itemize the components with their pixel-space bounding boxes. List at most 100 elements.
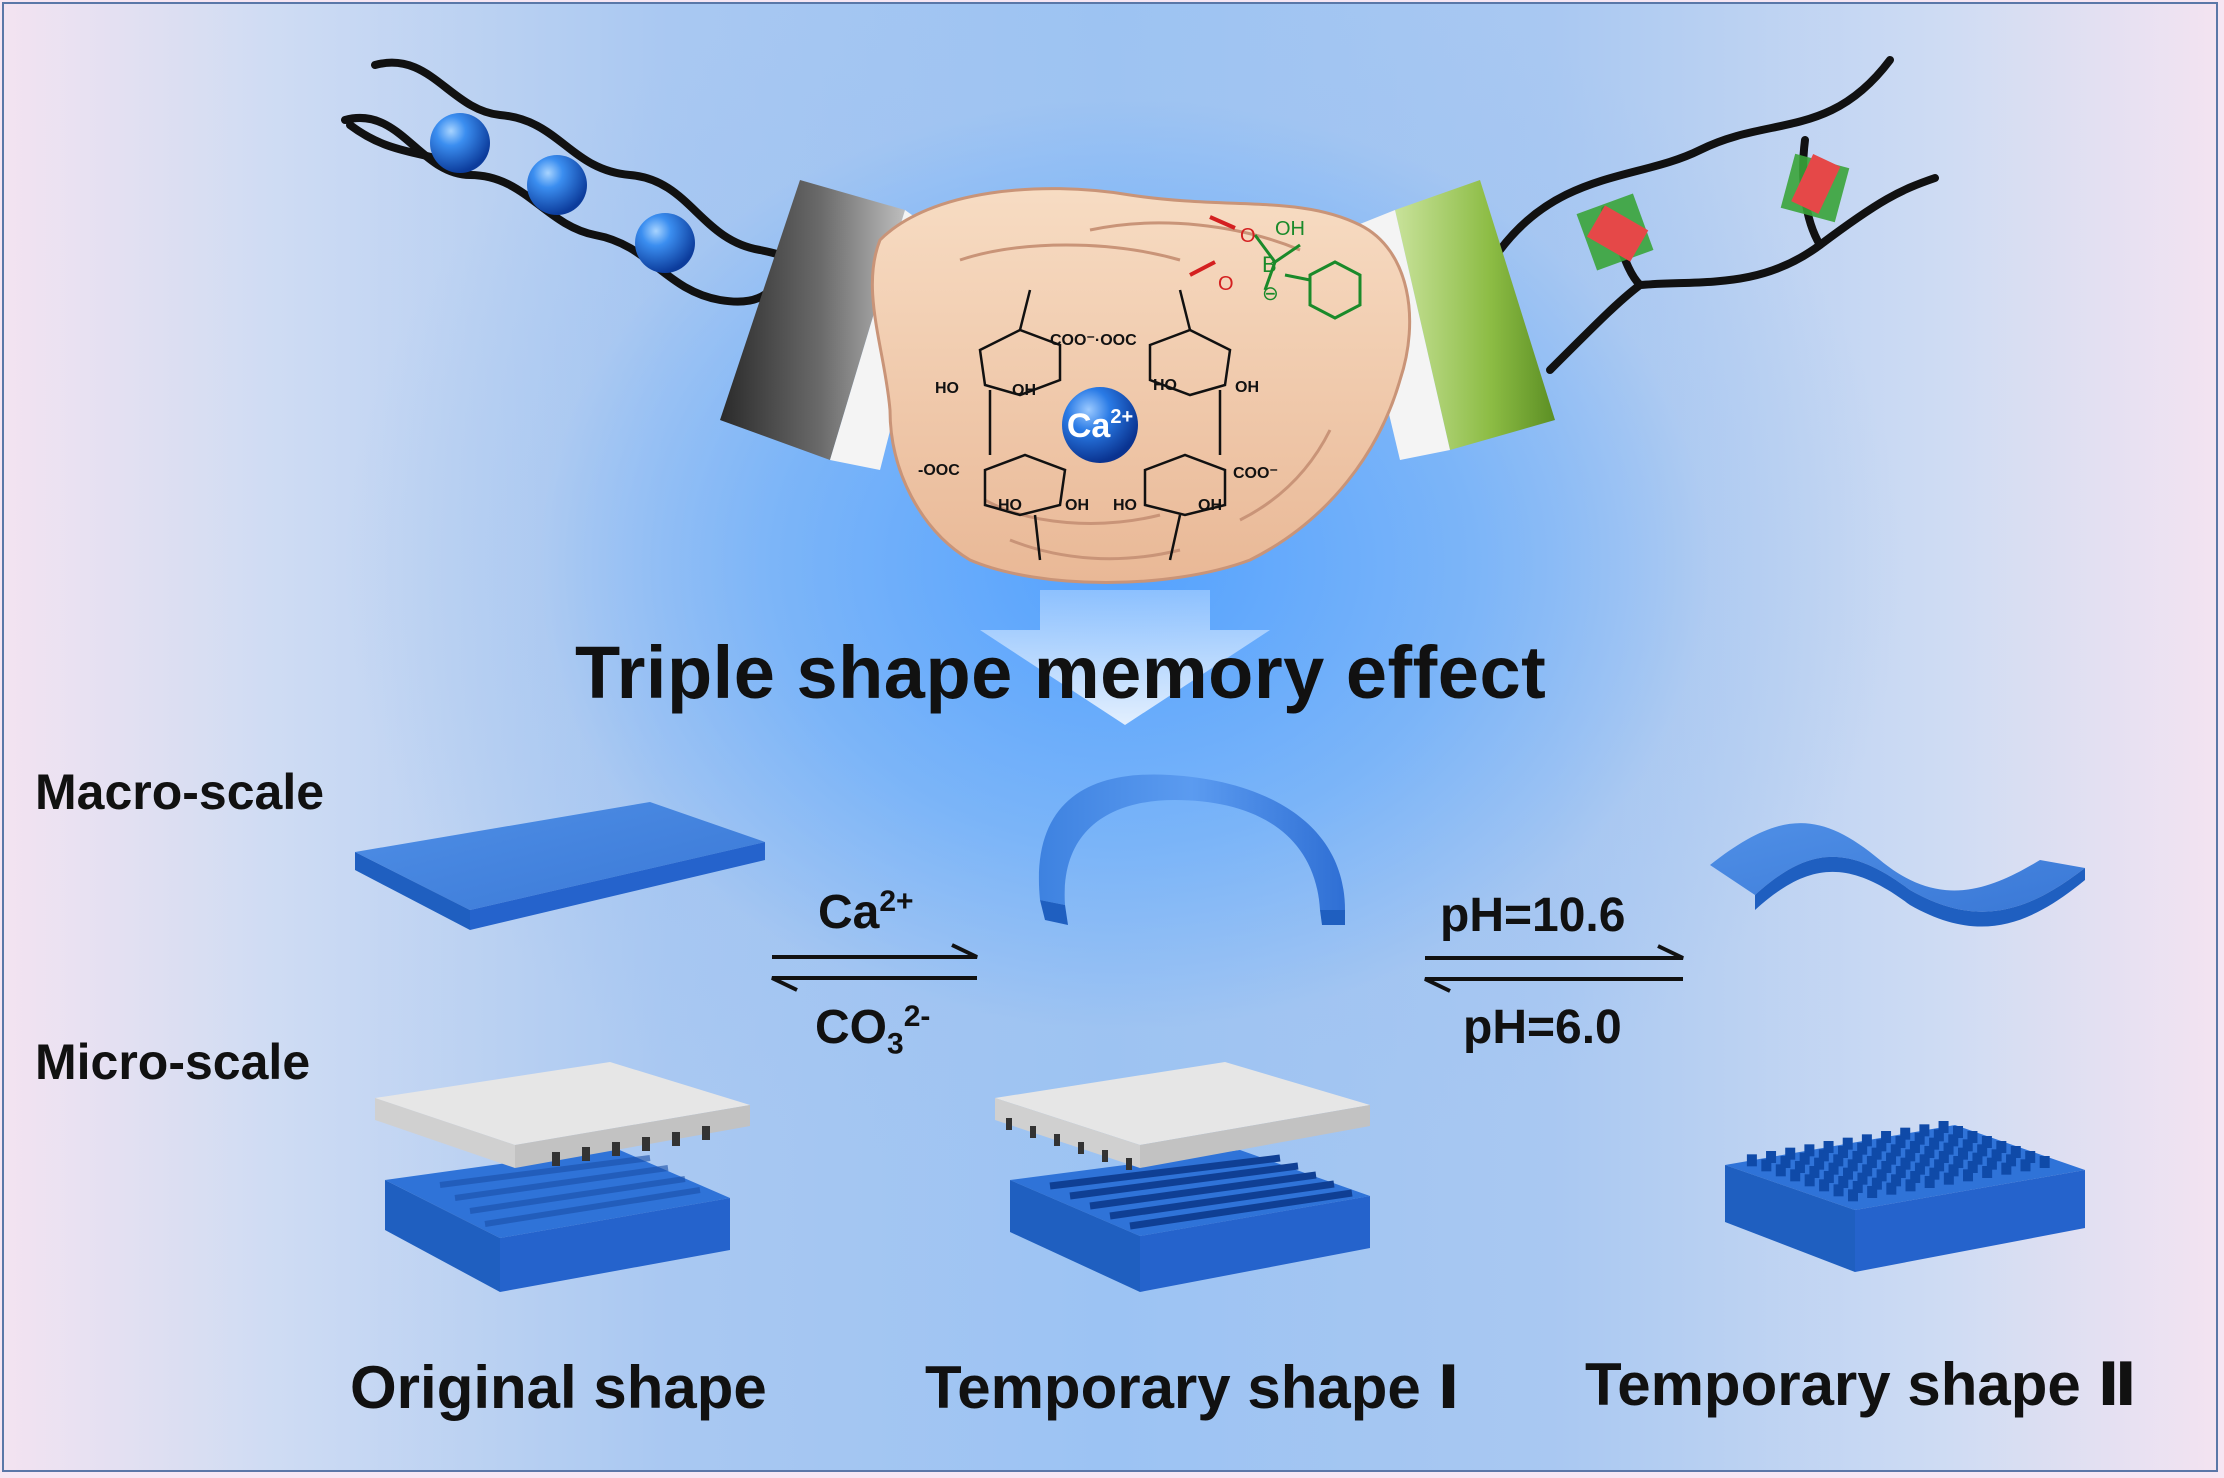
pillar	[1794, 1161, 1805, 1173]
pillar	[1848, 1189, 1858, 1202]
pillar	[1804, 1174, 1815, 1187]
carbonate-condition-subscript: 3	[887, 1027, 904, 1061]
pillar	[2020, 1159, 2031, 1172]
pillar	[1967, 1131, 1978, 1143]
pillar	[1881, 1161, 1892, 1173]
pillar	[1895, 1136, 1906, 1148]
coo-pair-label: COO⁻·OOC	[1050, 332, 1137, 349]
alginate-labels: COO⁻·OOC HO OH HO OH -OOC COO⁻ HO OH HO …	[918, 332, 1278, 514]
pillar	[1780, 1156, 1791, 1168]
pillar	[1818, 1149, 1829, 1162]
pillar	[1867, 1186, 1878, 1198]
original-shape-label: Original shape	[350, 1354, 767, 1421]
calcium-condition: Ca2+	[818, 885, 914, 940]
calcium-sphere	[635, 213, 695, 273]
pillar	[1929, 1137, 1940, 1150]
pillar	[1924, 1176, 1935, 1188]
pillar	[1962, 1139, 1973, 1152]
macro-temporary-wave	[1710, 823, 2085, 927]
ho-label: HO	[1113, 497, 1137, 514]
pillar	[1924, 1146, 1935, 1158]
pillar	[1938, 1121, 1949, 1133]
pillar	[1866, 1156, 1877, 1168]
ho-label: HO	[1153, 377, 1177, 394]
pillar	[1852, 1181, 1863, 1193]
ho-label: HO	[935, 380, 959, 397]
pillar	[1900, 1157, 1911, 1170]
pillar	[1876, 1139, 1887, 1152]
pillar	[1833, 1154, 1844, 1167]
boron-minus-label: ⊖	[1262, 283, 1279, 305]
boronic-ester-structure: O O OH B ⊖	[1189, 215, 1362, 320]
ph-equilibrium-arrows	[1424, 944, 1684, 993]
pillar	[1991, 1149, 2002, 1162]
carbonate-condition: CO32-	[815, 1000, 930, 1062]
calcium-spheres	[430, 113, 695, 273]
pillar	[1967, 1161, 1978, 1173]
pillar	[1804, 1144, 1815, 1157]
pillar	[1790, 1169, 1801, 1182]
pillar	[1746, 1154, 1757, 1167]
neg-ooc-label: -OOC	[918, 462, 960, 479]
pillar	[2001, 1162, 2012, 1175]
pillar	[1919, 1124, 1930, 1137]
macro-scale-label: Macro-scale	[35, 764, 325, 820]
oh-label: OH	[1198, 497, 1222, 514]
carbonate-condition-charge: 2-	[903, 1000, 931, 1033]
pillar	[1929, 1167, 1940, 1180]
pillar	[1819, 1179, 1830, 1192]
boron-o-label: O	[1218, 273, 1234, 295]
pillar	[1852, 1151, 1863, 1163]
calcium-ion-base: Ca	[1067, 407, 1112, 445]
pillar	[1938, 1151, 1949, 1163]
oh-label: OH	[1065, 497, 1089, 514]
pillar	[2010, 1146, 2021, 1158]
pillar	[1909, 1141, 1920, 1153]
pillar	[1766, 1151, 1777, 1163]
pillar	[1823, 1171, 1834, 1183]
boronate-crosslinks	[1576, 153, 1850, 271]
pillar	[1871, 1147, 1882, 1160]
pillar	[1838, 1176, 1849, 1188]
pillar	[1905, 1149, 1916, 1162]
pillar	[1996, 1141, 2007, 1153]
pillar	[1943, 1172, 1954, 1185]
calcium-condition-charge: 2+	[879, 885, 914, 918]
pillar	[1833, 1184, 1844, 1197]
pillar	[1982, 1166, 1993, 1178]
handshake	[870, 187, 1412, 584]
calcium-condition-base: Ca	[818, 886, 880, 939]
pillar	[1775, 1164, 1786, 1177]
pillar	[1953, 1126, 1963, 1138]
calcium-ion-charge: 2+	[1110, 406, 1133, 428]
macro-original-flat-sheet	[355, 802, 765, 930]
macro-temporary-arch	[1038, 774, 1345, 925]
pillar	[1799, 1152, 1810, 1165]
pillar	[1857, 1142, 1868, 1155]
pillar	[1761, 1159, 1772, 1172]
ho-label: HO	[998, 497, 1022, 514]
calcium-sphere	[527, 155, 587, 215]
pillar	[1981, 1136, 1992, 1148]
right-polymer-network	[1496, 56, 1939, 374]
pillar	[1881, 1131, 1892, 1143]
temporary-shape-2-label: Temporary shape Ⅱ	[1585, 1351, 2137, 1418]
pillar	[1943, 1142, 1954, 1155]
boron-b-label: B	[1262, 252, 1277, 277]
boron-o-label: O	[1240, 225, 1256, 247]
pillar	[1785, 1147, 1796, 1160]
pillar	[1963, 1169, 1973, 1182]
calcium-ion-sphere	[1062, 387, 1138, 463]
temporary-shape-1-label: Temporary shape Ⅰ	[925, 1354, 1460, 1421]
pillar	[2039, 1156, 2050, 1168]
pillar	[1958, 1147, 1968, 1160]
pillar	[1891, 1174, 1902, 1187]
main-title: Triple shape memory effect	[575, 631, 1547, 714]
pillar	[1861, 1134, 1872, 1147]
calcium-ion-label: Ca2+	[1067, 406, 1133, 445]
pillar	[1933, 1129, 1944, 1142]
pillar	[1934, 1159, 1945, 1172]
ca-co3-equilibrium-arrows	[771, 943, 978, 992]
pillar	[1910, 1171, 1921, 1183]
